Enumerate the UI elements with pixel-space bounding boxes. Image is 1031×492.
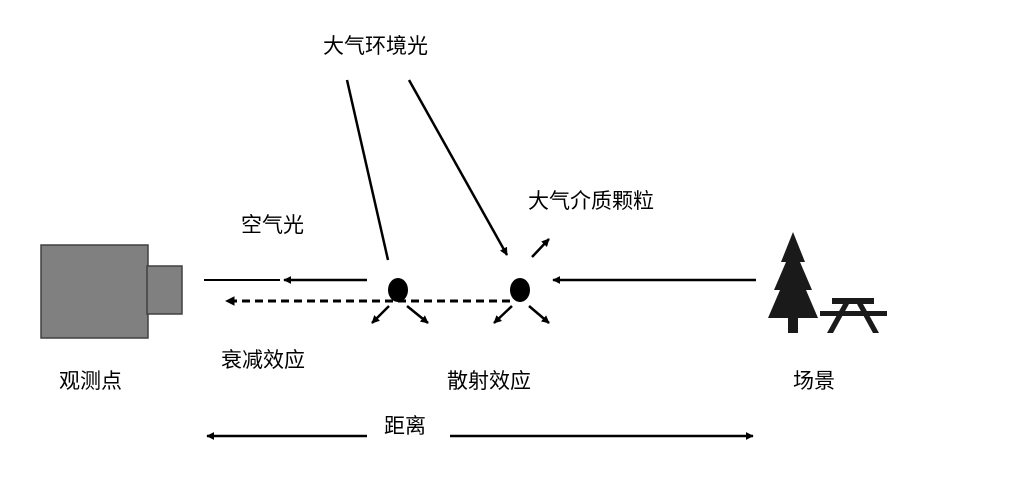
ambient-light-label: 大气环境光 (323, 34, 428, 58)
particles-label: 大气介质颗粒 (528, 189, 654, 213)
ambient-light-ray-right (407, 79, 509, 256)
distance-label: 距离 (384, 414, 426, 438)
tree-icon (768, 232, 818, 333)
picnic-table-icon (820, 298, 887, 333)
scene-label: 场景 (793, 369, 835, 393)
particle-left (371, 278, 429, 324)
camera-icon (40, 244, 183, 339)
attenuation-label: 衰减效应 (221, 348, 305, 372)
ambient-light-ray-left (345, 79, 390, 261)
observer-label: 观测点 (59, 369, 122, 393)
scattering-label: 散射效应 (447, 369, 531, 393)
particle-right (493, 238, 550, 324)
airlight-label: 空气光 (241, 213, 304, 237)
